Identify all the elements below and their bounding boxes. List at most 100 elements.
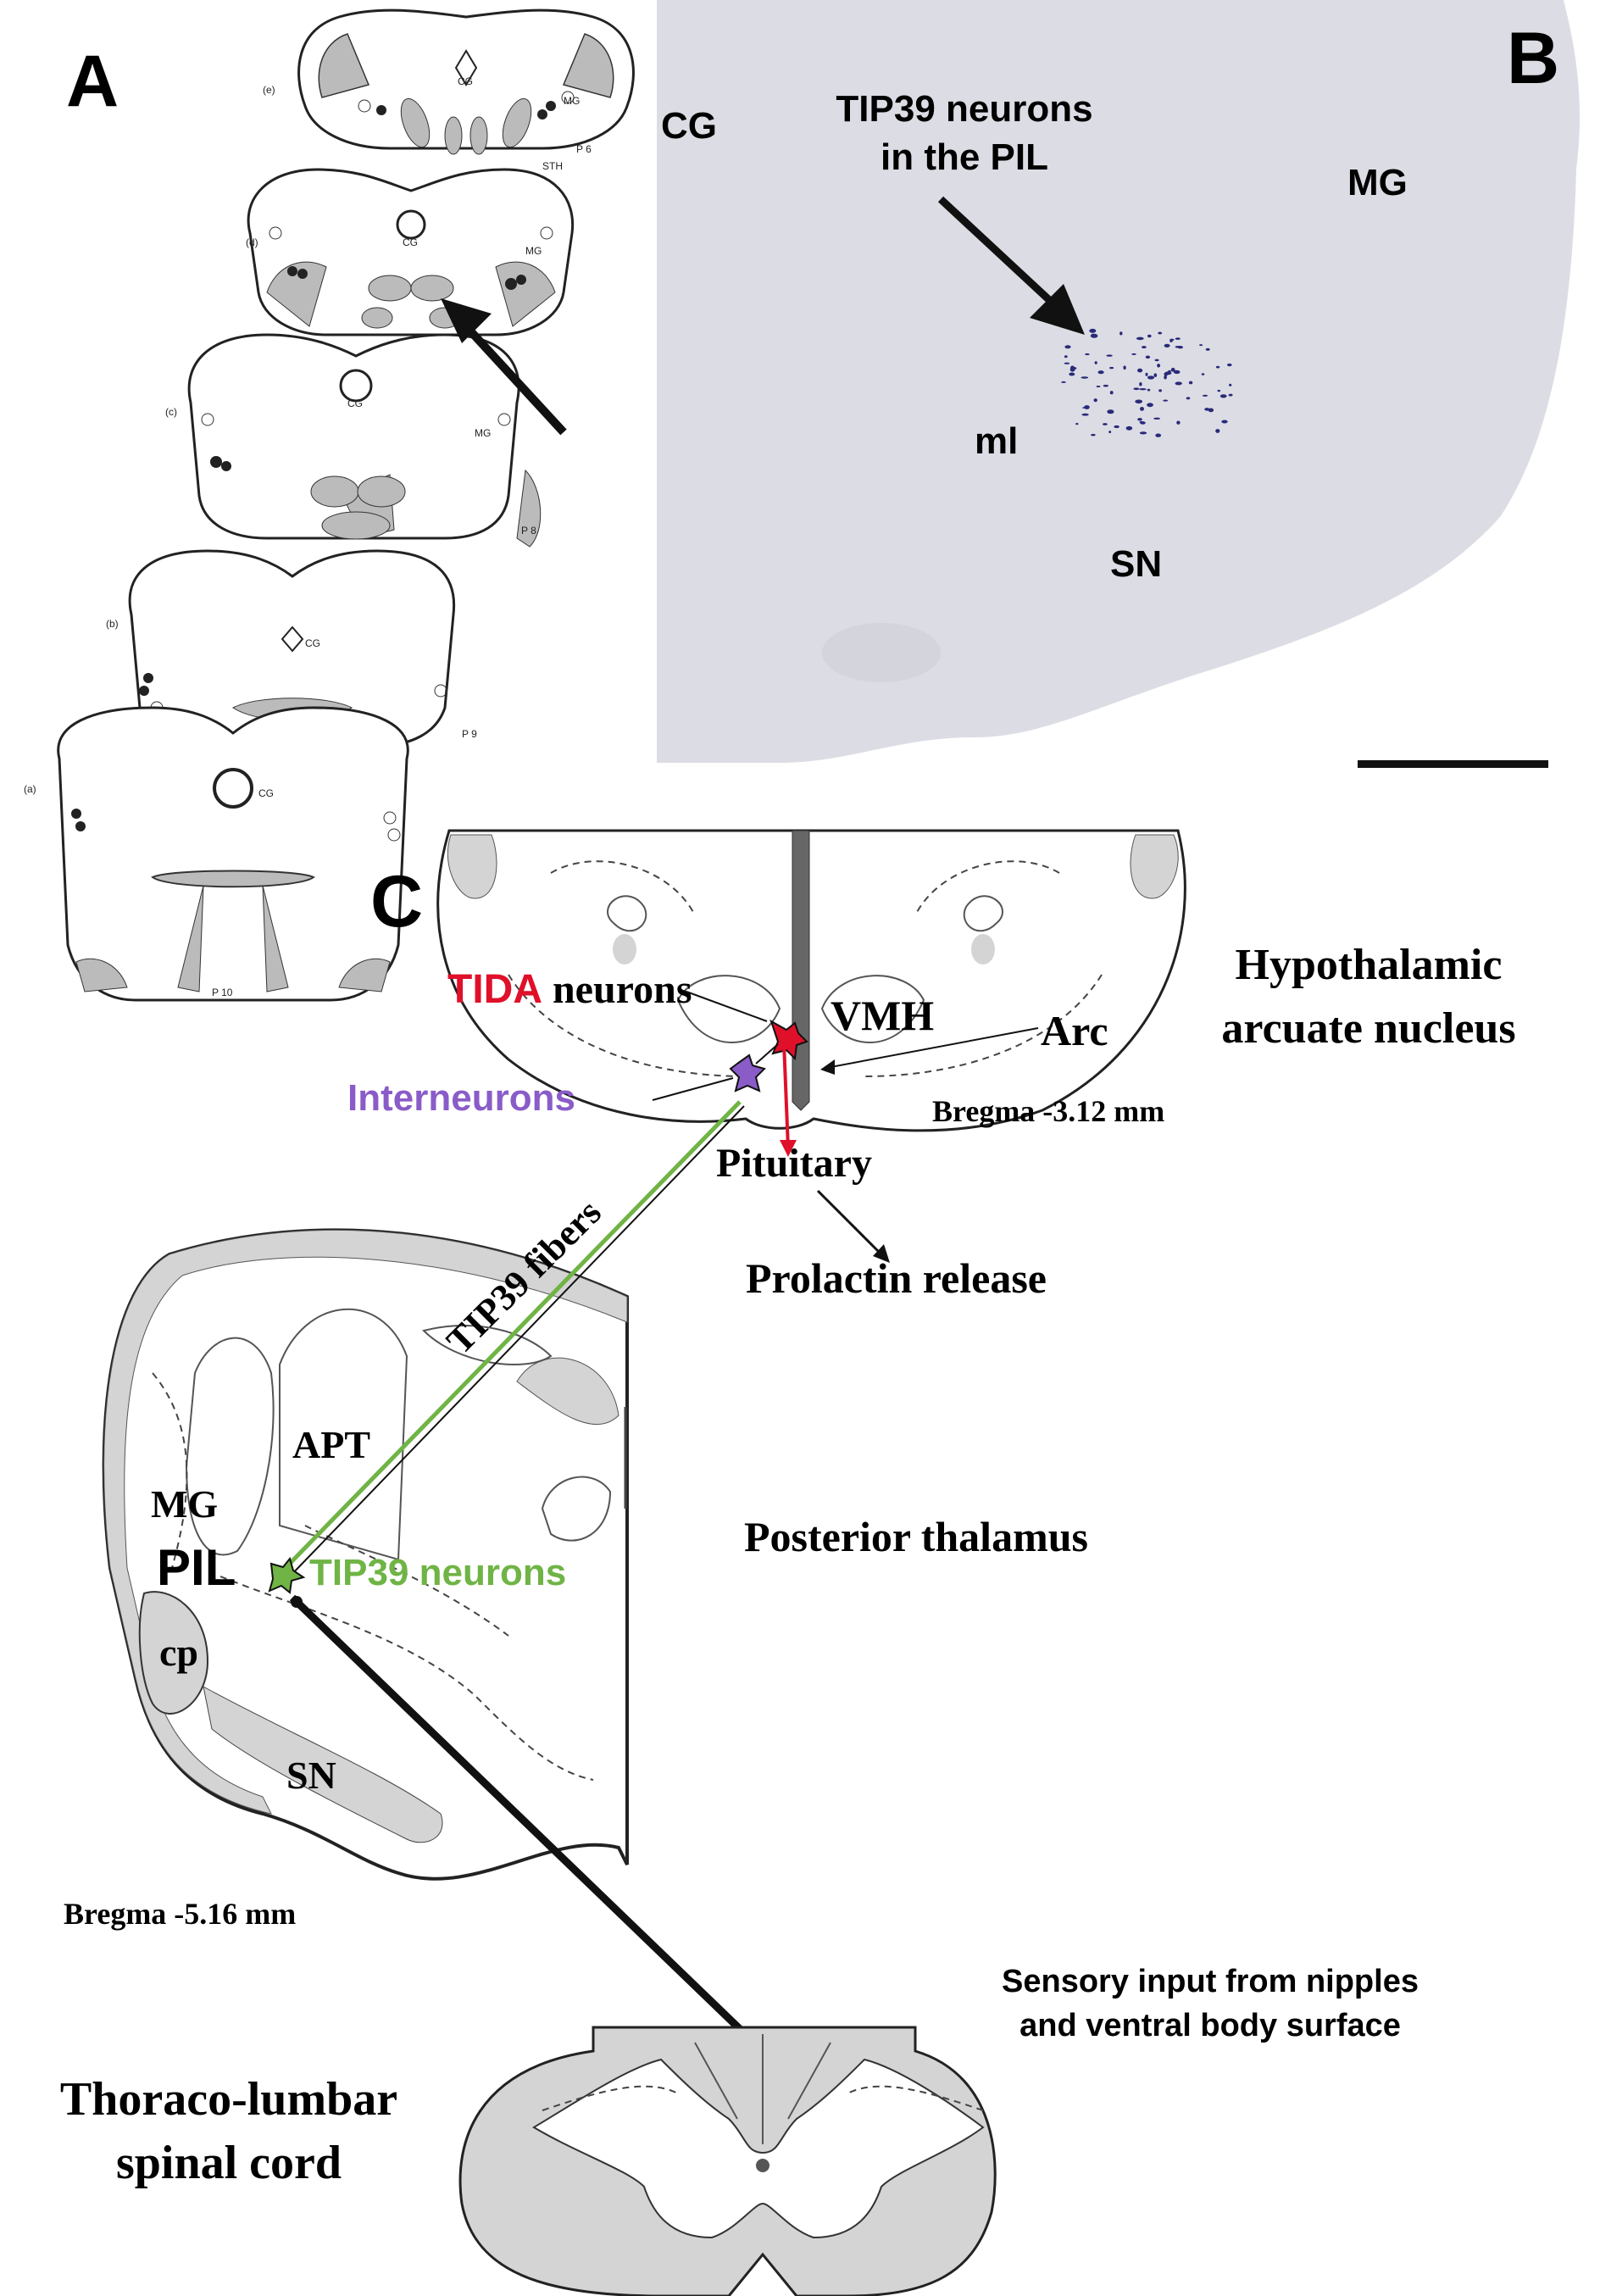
sn-label: SN — [286, 1754, 336, 1797]
section-e-label: (e) — [263, 84, 275, 96]
stained-neuron — [1153, 417, 1161, 420]
stained-neuron — [1147, 403, 1153, 408]
panel-c-letter: C — [370, 861, 423, 942]
stained-neuron — [1096, 386, 1101, 387]
stained-neuron — [1164, 343, 1170, 347]
section-e-extra: STH — [542, 160, 563, 172]
stained-neuron — [1106, 354, 1113, 357]
prolactin-label: Prolactin release — [746, 1254, 1047, 1302]
stained-neuron — [1125, 425, 1133, 431]
section-d-cg: CG — [403, 236, 418, 248]
tida-pointer — [686, 991, 768, 1022]
stained-neuron — [1139, 388, 1147, 391]
thalamus-section — [102, 1228, 629, 1881]
spinal-cord-section — [458, 2026, 997, 2296]
stained-neuron — [1175, 346, 1181, 348]
stained-neuron — [1139, 420, 1144, 424]
section-e: (e) P 6 STH CG MG — [263, 8, 635, 172]
panel-b-sn: SN — [1110, 543, 1162, 585]
section-c-code: P 8 — [521, 525, 536, 536]
stained-neuron — [1158, 331, 1163, 335]
stained-neuron — [1139, 382, 1142, 386]
interneuron — [729, 1043, 779, 1092]
tissue-section — [657, 0, 1581, 763]
stained-neuron — [1175, 337, 1181, 340]
section-d-label: (d) — [246, 236, 258, 248]
stained-neuron — [1169, 339, 1173, 342]
stained-neuron — [1163, 399, 1169, 402]
stained-neuron — [1089, 328, 1097, 333]
section-a: (a) P 10 CG — [24, 706, 409, 1002]
interneurons-pointer — [652, 1077, 734, 1101]
stained-neuron — [1093, 398, 1097, 403]
section-d: (d) CG MG — [246, 168, 575, 336]
stained-neuron — [1157, 364, 1161, 368]
stained-neuron — [1091, 433, 1096, 436]
stained-neuron — [1217, 389, 1221, 392]
stained-neuron — [1202, 394, 1208, 397]
panel-b-arrowhead — [1030, 284, 1085, 335]
tida-rest-text: neurons — [542, 967, 692, 1012]
stained-neuron — [1081, 376, 1089, 379]
stained-neuron — [1064, 362, 1070, 364]
stained-neuron — [1173, 370, 1181, 375]
stained-neuron — [1155, 433, 1162, 437]
arc-pointer-head — [820, 1059, 835, 1075]
stained-neuron — [1064, 355, 1068, 359]
section-c-mg: MG — [475, 427, 491, 439]
stained-neuron — [1084, 405, 1090, 409]
stained-neuron — [1215, 429, 1220, 433]
stained-neuron — [1153, 373, 1158, 378]
section-e-code: P 6 — [576, 143, 592, 155]
stained-neuron — [1123, 365, 1126, 370]
stained-neuron — [1145, 355, 1151, 359]
stained-neuron — [1147, 388, 1151, 392]
stained-neuron — [1227, 363, 1232, 367]
stained-neuron — [1109, 391, 1114, 395]
stained-neuron — [1228, 393, 1233, 397]
bregma-thalamus: Bregma -5.16 mm — [64, 1897, 296, 1931]
stained-neuron — [1145, 372, 1148, 376]
posterior-thalamus-label: Posterior thalamus — [744, 1513, 1088, 1560]
tida-label: TIDA neurons — [447, 967, 692, 1012]
stained-neuron — [1081, 413, 1089, 416]
section-e-mg: MG — [564, 95, 580, 107]
panel-b-letter: B — [1507, 18, 1559, 99]
stained-neurons — [1061, 328, 1233, 437]
bregma-hypothalamus: Bregma -3.12 mm — [932, 1094, 1164, 1128]
stained-neuron — [1137, 368, 1143, 373]
panel-b-mg: MG — [1347, 162, 1408, 203]
stained-neuron — [1135, 399, 1143, 404]
scale-bar — [1358, 760, 1548, 768]
interneurons-label: Interneurons — [347, 1077, 575, 1119]
sensory-input-line2: and ventral body surface — [1019, 2008, 1401, 2043]
prolactin-arrowhead — [873, 1244, 890, 1263]
prolactin-arrow — [816, 1189, 881, 1254]
stained-neuron — [1154, 359, 1159, 362]
stained-neuron — [1103, 423, 1108, 425]
stained-neuron — [1170, 367, 1175, 372]
stained-neuron — [1139, 431, 1147, 435]
panel-b-annotation-line2: in the PIL — [881, 136, 1048, 178]
stained-neuron — [1140, 407, 1144, 411]
stained-neuron — [1061, 381, 1066, 383]
stained-neuron — [1176, 420, 1181, 425]
section-b-cg: CG — [305, 637, 320, 649]
stained-neuron — [1131, 353, 1136, 355]
section-a-cg: CG — [258, 787, 274, 799]
stained-neuron — [1085, 353, 1090, 356]
spinal-cord-label-line2: spinal cord — [116, 2137, 342, 2189]
panel-a-arrow — [441, 298, 567, 436]
section-d-mg: MG — [525, 245, 542, 257]
stained-neuron — [1208, 408, 1214, 413]
stained-neuron — [1103, 384, 1109, 387]
hypothalamic-label-line1: Hypothalamic — [1236, 941, 1503, 989]
stained-neuron — [1205, 347, 1210, 351]
sensory-input-line1: Sensory input from nipples — [1002, 1964, 1419, 1999]
section-a-code: P 10 — [212, 987, 233, 998]
stained-neuron — [1158, 389, 1162, 392]
stained-neuron — [1119, 331, 1123, 336]
stained-neuron — [1069, 372, 1075, 376]
stained-neuron — [1064, 345, 1071, 349]
